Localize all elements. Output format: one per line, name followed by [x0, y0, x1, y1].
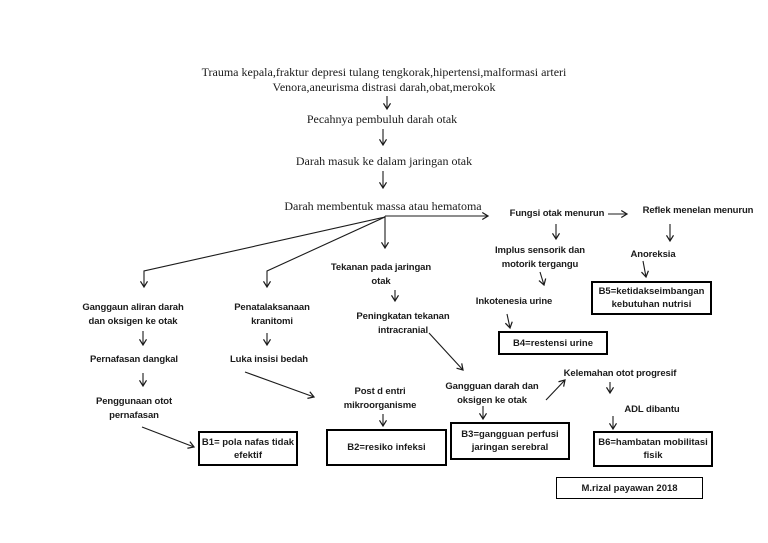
node-anoreksia: Anoreksia — [630, 248, 675, 262]
node-fungsi-otak-label: Fungsi otak menurun — [509, 208, 605, 219]
box-b3-line1: B3=gangguan perfusi — [461, 429, 559, 440]
node-post-d-entri: Post d entri mikroorganisme — [344, 385, 417, 413]
node-post-line2: mikroorganisme — [343, 400, 417, 411]
node-implus-sensorik: Implus sensorik dan motorik tergangu — [495, 244, 585, 272]
node-reflek-menelan-label: Reflek menelan menurun — [642, 205, 754, 216]
node-pernafasan-label: Pernafasan dangkal — [90, 354, 178, 365]
node-hematoma-label: Darah membentuk massa atau hematoma — [284, 199, 482, 213]
node-penatalaksanaan-line1: Penatalaksanaan — [234, 302, 310, 313]
node-post-line1: Post d entri — [354, 386, 406, 397]
box-b5-line2: kebutuhan nutrisi — [611, 299, 692, 310]
box-b1-line2: efektif — [234, 449, 262, 461]
node-trauma: Trauma kepala,fraktur depresi tulang ten… — [202, 65, 567, 95]
box-b5-line1: B5=ketidakseimbangan — [598, 286, 705, 297]
node-tekanan-line2: otak — [371, 276, 391, 287]
node-penatalaksanaan: Penatalaksanaan kranitomi — [234, 301, 310, 329]
arrow-anoreksia-b5 — [641, 260, 649, 279]
arrow-inkotenesia-b4 — [504, 313, 513, 330]
box-b1-pola-nafas: B1= pola nafas tidak efektif — [198, 431, 298, 466]
box-b6-line1: B6=hambatan mobilitasi — [598, 437, 708, 448]
node-peningkatan-line1: Peningkatan tekanan — [356, 311, 450, 322]
node-anoreksia-label: Anoreksia — [630, 249, 676, 260]
node-trauma-line2: Venora,aneurisma distrasi darah,obat,mer… — [272, 80, 496, 94]
node-inkotenesia-label: Inkotenesia urine — [475, 296, 553, 307]
box-b2-resiko-infeksi: B2=resiko infeksi — [326, 429, 447, 466]
box-b5-nutrisi: B5=ketidakseimbangan kebutuhan nutrisi — [591, 281, 712, 315]
node-ganggaun-aliran: Ganggaun aliran darah dan oksigen ke ota… — [82, 301, 183, 329]
box-b6-line2: fisik — [643, 450, 663, 461]
arrow-gangguandarah-kelemahan — [545, 379, 566, 401]
box-b3-perfusi-serebral: B3=gangguan perfusi jaringan serebral — [450, 422, 570, 460]
node-gangguan-darah-line2: oksigen ke otak — [457, 395, 527, 406]
node-tekanan-jaringan: Tekanan pada jaringan otak — [331, 261, 431, 289]
node-darah-masuk-label: Darah masuk ke dalam jaringan otak — [295, 154, 473, 168]
node-implus-line2: motorik tergangu — [501, 259, 579, 270]
node-penatalaksanaan-line2: kranitomi — [251, 316, 293, 327]
author-label: M.rizal payawan 2018 — [581, 482, 678, 494]
arrow-hematoma-penatalaksanaan — [262, 216, 386, 289]
box-b2-label: B2=resiko infeksi — [347, 442, 426, 453]
box-b6-mobilitas: B6=hambatan mobilitasi fisik — [593, 431, 713, 467]
node-darah-masuk: Darah masuk ke dalam jaringan otak — [296, 154, 472, 169]
node-adl-label: ADL dibantu — [624, 404, 680, 415]
node-reflek-menelan: Reflek menelan menurun — [643, 204, 754, 218]
node-peningkatan-line2: intracranial — [377, 325, 429, 336]
node-kelemahan-label: Kelemahan otot progresif — [563, 368, 677, 379]
box-b1-line1: B1= pola nafas tidak — [201, 436, 295, 448]
node-penggunaan-otot: Penggunaan otot pernafasan — [96, 395, 172, 423]
node-trauma-line1: Trauma kepala,fraktur depresi tulang ten… — [201, 65, 567, 79]
node-kelemahan-otot: Kelemahan otot progresif — [564, 367, 677, 381]
node-penggunaan-line1: Penggunaan otot — [95, 396, 173, 407]
node-hematoma: Darah membentuk massa atau hematoma — [284, 199, 481, 214]
node-peningkatan-tik: Peningkatan tekanan intracranial — [356, 310, 449, 338]
node-luka-insisi: Luka insisi bedah — [230, 353, 308, 367]
box-b3-line2: jaringan serebral — [471, 442, 549, 453]
node-tekanan-line1: Tekanan pada jaringan — [330, 262, 432, 273]
arrow-hematoma-ganggaun — [139, 216, 386, 289]
node-ganggaun-line2: dan oksigen ke otak — [88, 316, 178, 327]
node-implus-line1: Implus sensorik dan — [495, 245, 585, 256]
node-luka-insisi-label: Luka insisi bedah — [229, 354, 309, 365]
box-b4-restensi-urine: B4=restensi urine — [498, 331, 608, 355]
node-gangguan-darah-line1: Gangguan darah dan — [445, 381, 539, 392]
node-inkotenesia: Inkotenesia urine — [475, 295, 553, 309]
arrow-implus-inkotenesia — [538, 271, 547, 287]
arrow-peningkatan-gangguandarah — [428, 332, 464, 371]
node-fungsi-otak: Fungsi otak menurun — [510, 207, 605, 221]
node-pecahnya-label: Pecahnya pembuluh darah otak — [306, 112, 458, 126]
node-penggunaan-line2: pernafasan — [109, 410, 159, 421]
node-ganggaun-line1: Ganggaun aliran darah — [82, 302, 184, 313]
node-pernafasan-dangkal: Pernafasan dangkal — [90, 353, 178, 367]
box-b4-label: B4=restensi urine — [513, 337, 593, 349]
node-pecahnya: Pecahnya pembuluh darah otak — [307, 112, 457, 127]
arrow-penggunaan-b1 — [141, 426, 196, 449]
node-gangguan-darah: Gangguan darah dan oksigen ke otak — [445, 380, 538, 408]
arrow-luka-postdentri — [244, 371, 316, 399]
node-adl-dibantu: ADL dibantu — [624, 403, 679, 417]
box-author: M.rizal payawan 2018 — [556, 477, 703, 499]
